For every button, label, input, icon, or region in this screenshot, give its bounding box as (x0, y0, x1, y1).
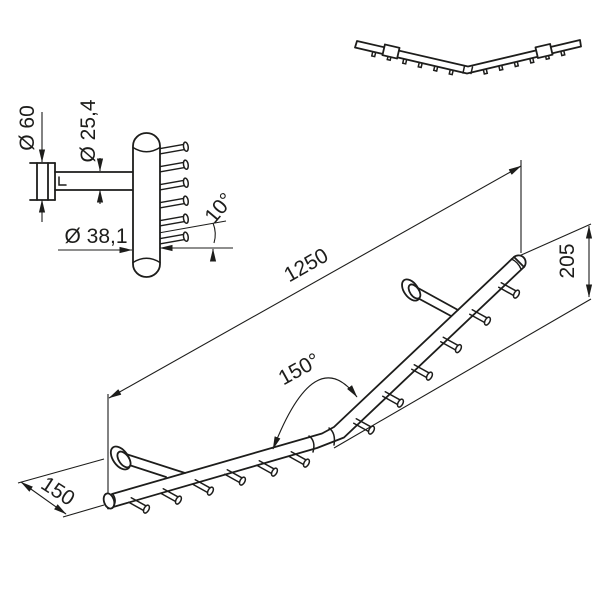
hook-pins-right-rail (352, 280, 522, 436)
mounting-arm-side (54, 171, 134, 191)
right-wall-flange (401, 278, 459, 317)
perspective-view: 1250 205 150° 150 (17, 160, 593, 518)
overall-length-label: 1250 (280, 244, 332, 287)
elbow-seam (328, 427, 336, 446)
hook-pin (410, 362, 435, 382)
elbow-seam (308, 435, 315, 453)
tube-side (132, 132, 161, 278)
end-rise-label: 205 (556, 243, 579, 278)
wall-offset-label: 150 (37, 472, 79, 510)
dimension-arm-diameter: Ø 25,4 (77, 99, 104, 204)
dimension-end-rise: 205 (333, 223, 593, 449)
plan-right-flange (534, 43, 554, 59)
hook-angle-label: 10° (200, 189, 238, 228)
left-end-cap (102, 492, 116, 510)
right-end-cap (510, 254, 527, 270)
rail-tube (107, 256, 525, 510)
left-wall-flange (109, 445, 186, 478)
wall-flange-side (29, 162, 56, 201)
side-detail-view: Ø 60 Ø 25,4 Ø 38,1 10° (16, 99, 238, 278)
dimension-flange-diameter: Ø 60 (16, 105, 46, 222)
tube-diameter-label: Ø 38,1 (64, 225, 127, 248)
dimension-bend-angle: 150° (272, 349, 358, 450)
bend-angle-label: 150° (275, 349, 324, 390)
dimension-wall-offset: 150 (17, 458, 105, 518)
hook-pin (497, 280, 522, 300)
arm-diameter-label: Ø 25,4 (77, 99, 100, 162)
weld-mark (58, 176, 67, 186)
flange-diameter-label: Ø 60 (16, 105, 39, 151)
plan-view (354, 39, 582, 76)
plan-left-flange (381, 43, 401, 60)
plan-rail-band (354, 39, 582, 75)
